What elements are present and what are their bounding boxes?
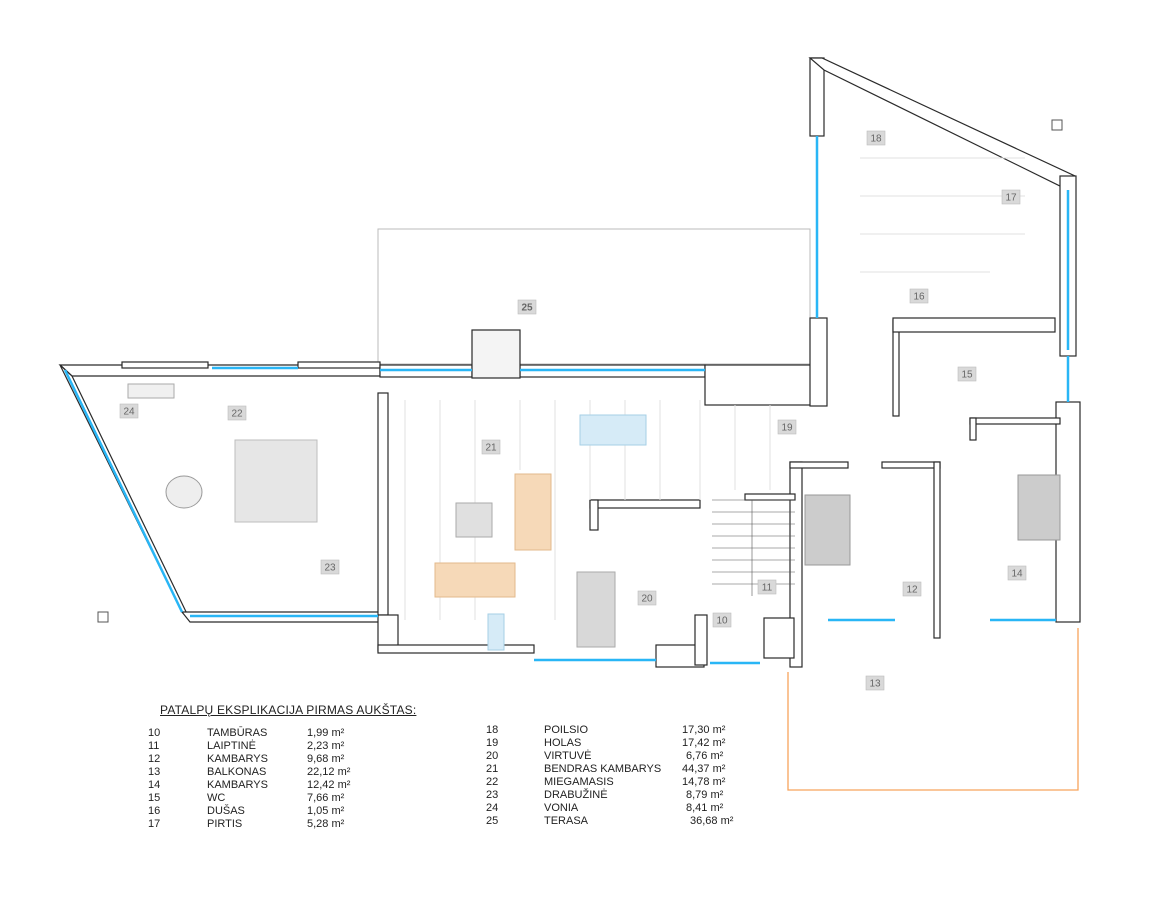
balcony-outline [787,628,1079,791]
room-tags: 10 11 12 13 14 15 16 17 18 19 20 21 22 23 24 25 [119,130,1027,691]
room-tag-23: 23 [320,559,340,575]
outer-walls [58,57,1081,668]
room-tag-25: 25 [517,299,537,315]
svg-text:21: 21 [485,443,497,454]
marker-box [1051,119,1063,131]
room-tag-20: 20 [637,590,657,606]
room-tag-13: 13 [865,675,885,691]
svg-text:13: 13 [869,679,881,690]
svg-text:10: 10 [716,616,728,627]
room-tag-18: 18 [866,130,886,146]
room-tag-11: 11 [757,579,777,595]
svg-text:20: 20 [641,594,653,605]
legend-title: PATALPŲ EKSPLIKACIJA PIRMAS AUKŠTAS: [160,703,417,717]
room-tag-12: 12 [902,581,922,597]
svg-text:16: 16 [913,292,925,303]
svg-text:25: 25 [521,303,533,314]
svg-text:24: 24 [123,407,135,418]
svg-text:17: 17 [1005,193,1017,204]
svg-text:22: 22 [231,409,243,420]
room-tag-10: 10 [712,612,732,628]
room-tag-16: 16 [909,288,929,304]
svg-text:11: 11 [762,583,773,594]
room-tag-21: 21 [481,439,501,455]
marker-box [97,611,109,623]
room-tag-24: 24 [119,403,139,419]
furniture [127,383,1061,651]
svg-text:15: 15 [961,370,973,381]
room-tag-15: 15 [957,366,977,382]
svg-text:12: 12 [906,585,918,596]
room-tag-22: 22 [227,405,247,421]
svg-text:19: 19 [781,423,793,434]
svg-text:18: 18 [870,134,882,145]
svg-text:23: 23 [324,563,336,574]
room-tag-17: 17 [1001,189,1021,205]
glazing [63,136,1070,665]
svg-text:14: 14 [1011,569,1023,580]
staircase [712,499,795,596]
room-tag-19: 19 [777,419,797,435]
room-tag-14: 14 [1007,565,1027,581]
terrace-outline [377,228,811,365]
